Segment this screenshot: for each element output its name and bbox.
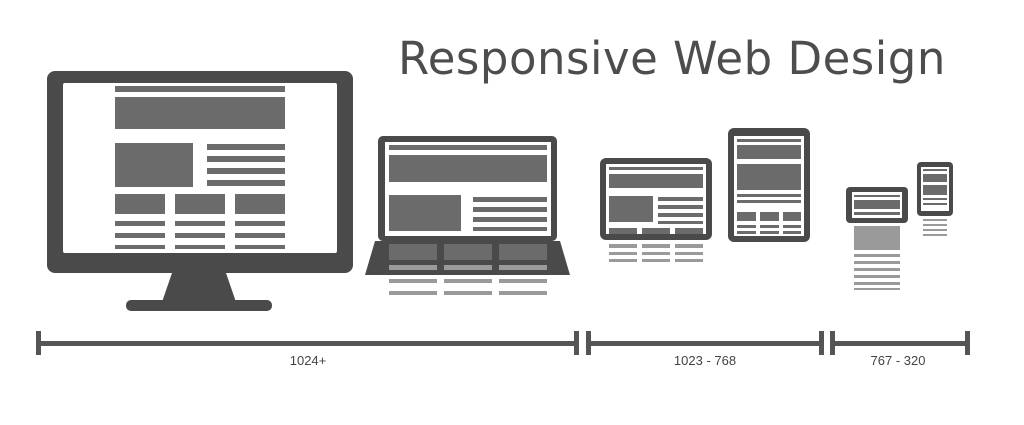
desktop-monitor bbox=[47, 71, 353, 311]
laptop bbox=[365, 136, 570, 295]
tablet-landscape bbox=[600, 158, 712, 262]
range-bar-desktop bbox=[36, 331, 579, 355]
page-title: Responsive Web Design bbox=[398, 32, 946, 85]
range-label-phone: 767 - 320 bbox=[870, 353, 926, 368]
range-scale bbox=[36, 331, 970, 355]
phone-landscape bbox=[846, 187, 908, 290]
phone-portrait bbox=[917, 162, 953, 236]
range-bar-tablet bbox=[586, 331, 824, 355]
range-label-desktop: 1024+ bbox=[289, 353, 327, 368]
range-bar-phone bbox=[830, 331, 970, 355]
tablet-portrait bbox=[728, 128, 810, 242]
range-label-tablet: 1023 - 768 bbox=[673, 353, 737, 368]
